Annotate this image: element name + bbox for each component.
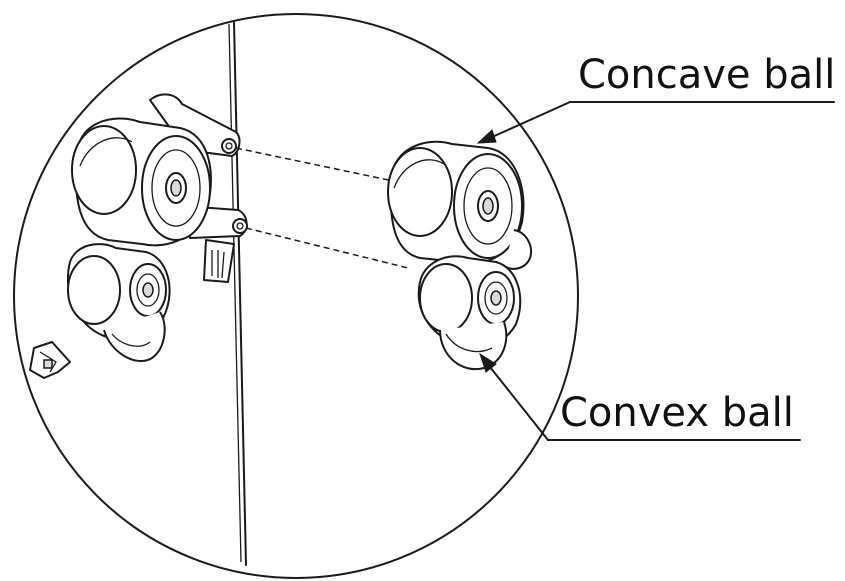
detail-circle bbox=[13, 13, 579, 579]
concave-ball-callout: Concave ball bbox=[476, 52, 835, 144]
left-hinge-assembly bbox=[66, 93, 248, 363]
convex-ball-callout: Convex ball bbox=[479, 352, 801, 441]
concave-arrowhead bbox=[476, 129, 497, 144]
convex-arrowhead bbox=[479, 352, 497, 373]
panel-edge bbox=[228, 21, 247, 566]
small-bracket bbox=[29, 341, 71, 379]
right-hinge-assembly bbox=[387, 140, 532, 371]
concave-ball-label: Concave ball bbox=[578, 52, 835, 98]
convex-ball-label: Convex ball bbox=[560, 390, 794, 436]
alignment-lines bbox=[235, 147, 409, 269]
